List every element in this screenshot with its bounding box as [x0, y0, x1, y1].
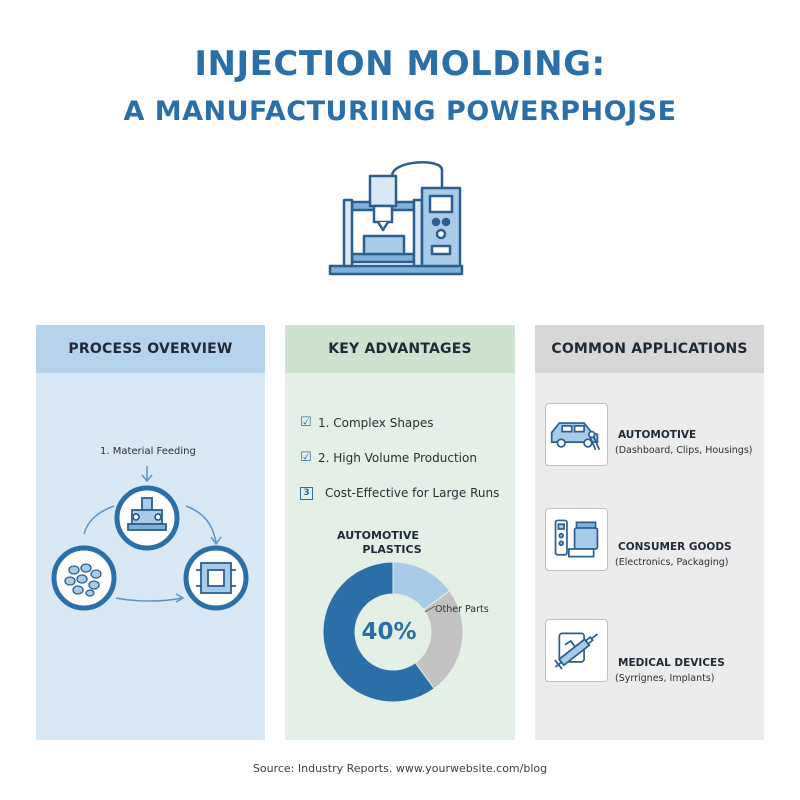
- plastic-pellets-icon: [51, 545, 117, 611]
- process-overview-heading: PROCESS OVERVIEW: [36, 325, 265, 373]
- advantage-text: 1. Complex Shapes: [318, 416, 434, 430]
- advantage-item: ☑ 2. High Volume Production: [300, 450, 477, 466]
- donut-slice-0: [322, 561, 435, 703]
- page-title: INJECTION MOLDING:: [194, 44, 606, 84]
- advantage-text: 2. High Volume Production: [318, 451, 477, 465]
- application-detail: (Dashboard, Clips, Housings): [615, 445, 753, 456]
- application-name: AUTOMOTIVE: [618, 429, 697, 441]
- donut-chart: AUTOMOTIVE PLASTICS 40% Other Parts: [322, 529, 489, 703]
- advantage-text: Cost-Effective for Large Runs: [325, 486, 500, 500]
- application-icon-box: [545, 619, 608, 682]
- slice-label-other-parts: Other Parts: [435, 604, 489, 615]
- advantage-item: ☑ 1. Complex Shapes: [300, 415, 434, 431]
- page-subtitle: A MANUFACTURIING POWERPHOJSE: [123, 96, 677, 127]
- chart-center-label: 40%: [361, 619, 416, 645]
- number-box-icon: 3: [300, 486, 313, 500]
- application-name: CONSUMER GOODS: [618, 541, 732, 553]
- source-citation: Source: Industry Reports. www.yourwebsit…: [252, 762, 548, 775]
- advantage-item: 3 Cost-Effective for Large Runs: [300, 486, 499, 500]
- car-icon: [550, 422, 601, 451]
- process-step-label: 1. Material Feeding: [100, 446, 196, 457]
- application-icon-box: [545, 508, 608, 571]
- syringe-icon: [554, 632, 599, 670]
- common-applications-heading: COMMON APPLICATIONS: [535, 325, 764, 373]
- consumer-goods-icon: [554, 519, 599, 558]
- molding-press-icon: [114, 485, 180, 551]
- mold-icon: [183, 545, 249, 611]
- application-name: MEDICAL DEVICES: [618, 657, 725, 669]
- checkbox-icon: ☑: [300, 415, 312, 430]
- checkbox-icon: ☑: [300, 450, 312, 465]
- application-icon-box: [545, 403, 608, 466]
- injection-molding-machine-icon: [328, 161, 464, 276]
- chart-annotation-line2: PLASTICS: [362, 543, 421, 556]
- application-detail: (Syrrignes, Implants): [615, 673, 715, 684]
- chart-annotation-line1: AUTOMOTIVE: [337, 529, 419, 542]
- application-detail: (Electronics, Packaging): [615, 557, 729, 568]
- process-cycle-diagram: [51, 466, 249, 611]
- key-advantages-heading: KEY ADVANTAGES: [285, 325, 515, 373]
